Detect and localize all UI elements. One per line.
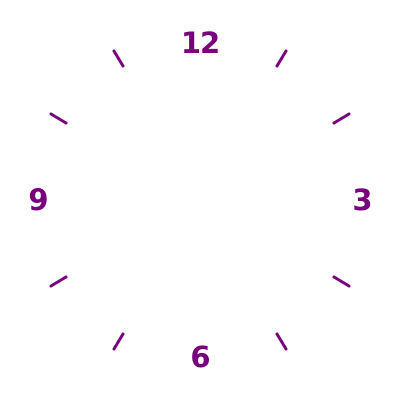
hour-tick-7 [112, 332, 125, 351]
numeral-9: 9 [28, 183, 48, 217]
hour-tick-1 [275, 49, 288, 68]
hour-tick-10 [49, 112, 68, 125]
numeral-3: 3 [352, 183, 372, 217]
numeral-12: 12 [180, 26, 220, 60]
hour-tick-2 [332, 112, 351, 125]
hour-tick-4 [332, 275, 351, 288]
hour-tick-8 [49, 275, 68, 288]
hour-tick-5 [275, 332, 288, 351]
numeral-6: 6 [190, 340, 210, 374]
hour-tick-11 [112, 49, 125, 68]
